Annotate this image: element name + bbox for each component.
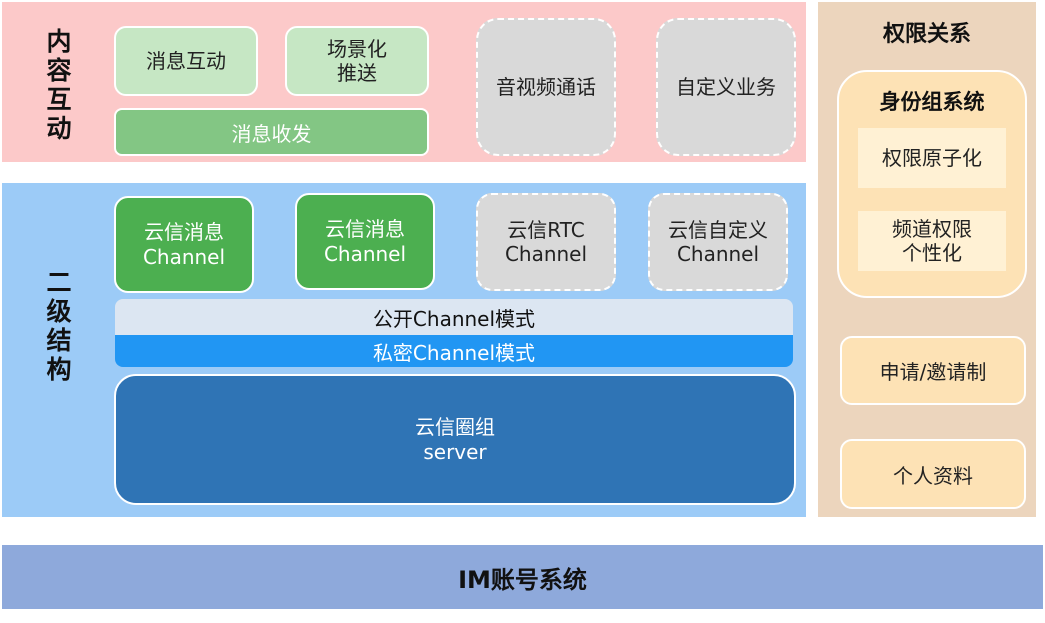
identity-system-title: 身份组系统 (879, 90, 985, 114)
permissions-title: 权限关系 (882, 22, 971, 47)
second-level-title: 二级结构 (46, 268, 72, 384)
scene-push-box: 场景化 推送 (285, 26, 429, 96)
atomic-permissions-box: 权限原子化 (858, 128, 1006, 188)
private-channel-mode: 私密Channel模式 (115, 335, 793, 367)
yunxin-message-channel-2: 云信消息 Channel (295, 193, 435, 290)
audio-video-call-box: 音视频通话 (476, 18, 616, 156)
apply-invite-box: 申请/邀请制 (840, 336, 1026, 405)
yunxin-custom-channel: 云信自定义 Channel (648, 193, 788, 291)
message-send-receive-box: 消息收发 (114, 108, 429, 156)
custom-business-box: 自定义业务 (656, 18, 796, 156)
content-interaction-title: 内容互动 (46, 27, 72, 143)
channel-permissions-box: 频道权限 个性化 (858, 211, 1006, 271)
yunxin-rtc-channel: 云信RTC Channel (476, 193, 616, 291)
personal-profile-box: 个人资料 (840, 439, 1026, 509)
yunxin-circle-server: 云信圈组 server (114, 374, 796, 505)
im-account-system: IM账号系统 (2, 545, 1043, 609)
message-interaction-box: 消息互动 (114, 26, 258, 96)
yunxin-message-channel-1: 云信消息 Channel (114, 196, 254, 293)
public-channel-mode: 公开Channel模式 (115, 299, 793, 335)
